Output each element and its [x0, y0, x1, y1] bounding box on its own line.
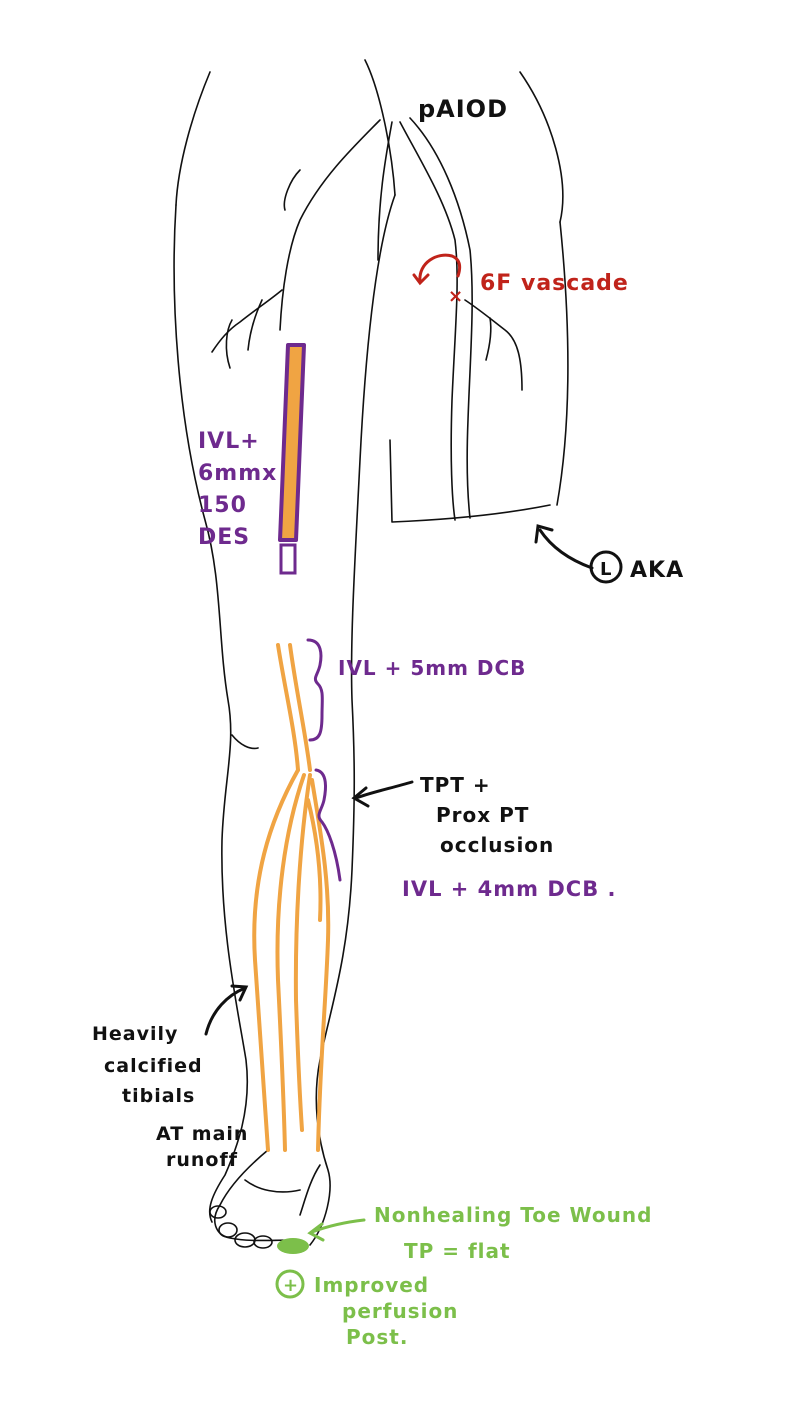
perfusion-label-line-2: perfusion: [342, 1299, 458, 1323]
stent-label-line-1: IVL+: [198, 429, 260, 454]
access-site-marker: ×: [412, 253, 463, 307]
runoff-label-line-1: AT main: [156, 1123, 248, 1145]
stent-label-line-4: DES: [198, 525, 250, 550]
side-letter: L: [600, 559, 612, 580]
calcified-label-line-2: calcified: [104, 1055, 203, 1077]
occlusion-label-line-2: Prox PT: [436, 803, 529, 827]
perfusion-plus: +: [283, 1275, 299, 1296]
side-circle-icon: [589, 550, 623, 584]
runoff-label: AT main runoff: [156, 1123, 248, 1171]
runoff-label-line-2: runoff: [166, 1149, 238, 1171]
anatomy-outline: [173, 59, 569, 1249]
popliteal-bracket: [306, 638, 324, 742]
stent-label-line-3: 150: [198, 493, 247, 518]
occlusion-label-line-3: occlusion: [440, 833, 554, 857]
perfusion-label-line-3: Post.: [346, 1325, 408, 1349]
wound-arrow: [307, 1218, 366, 1242]
wound-label-line-1: Nonhealing Toe Wound: [374, 1203, 652, 1227]
perfusion-label-line-1: Improved: [314, 1273, 429, 1297]
tibial-bracket: [314, 768, 342, 882]
wound-label: Nonhealing Toe Wound TP = flat: [374, 1203, 652, 1263]
occlusion-label-line-1: TPT +: [420, 773, 491, 797]
calcified-label-line-1: Heavily: [92, 1023, 178, 1045]
access-x-mark: ×: [448, 286, 463, 307]
tibial-treatment-label: IVL + 4mm DCB .: [402, 877, 617, 901]
access-label: 6F vascade: [480, 271, 629, 296]
amputation-annotation: L AKA: [534, 524, 684, 584]
stent-label: IVL+ 6mmx 150 DES: [198, 429, 277, 550]
calcified-arrow: [204, 984, 249, 1036]
calcified-label: Heavily calcified tibials: [92, 1023, 203, 1107]
stented-segment: [278, 343, 306, 575]
top-label: pAIOD: [418, 95, 508, 123]
wound-label-line-2: TP = flat: [404, 1239, 511, 1263]
calcified-label-line-3: tibials: [122, 1085, 195, 1107]
popliteal-treatment-label: IVL + 5mm DCB: [338, 656, 526, 680]
amputation-label: AKA: [630, 558, 684, 583]
toe-wound: [277, 1238, 309, 1254]
plus-circle-icon: [275, 1269, 305, 1299]
stent-label-line-2: 6mmx: [198, 461, 277, 486]
tibial-vessels: [252, 643, 331, 1152]
occlusion-label: TPT + Prox PT occlusion: [420, 773, 554, 857]
occlusion-arrow: [351, 780, 414, 808]
perfusion-label: Improved perfusion Post.: [314, 1273, 458, 1349]
